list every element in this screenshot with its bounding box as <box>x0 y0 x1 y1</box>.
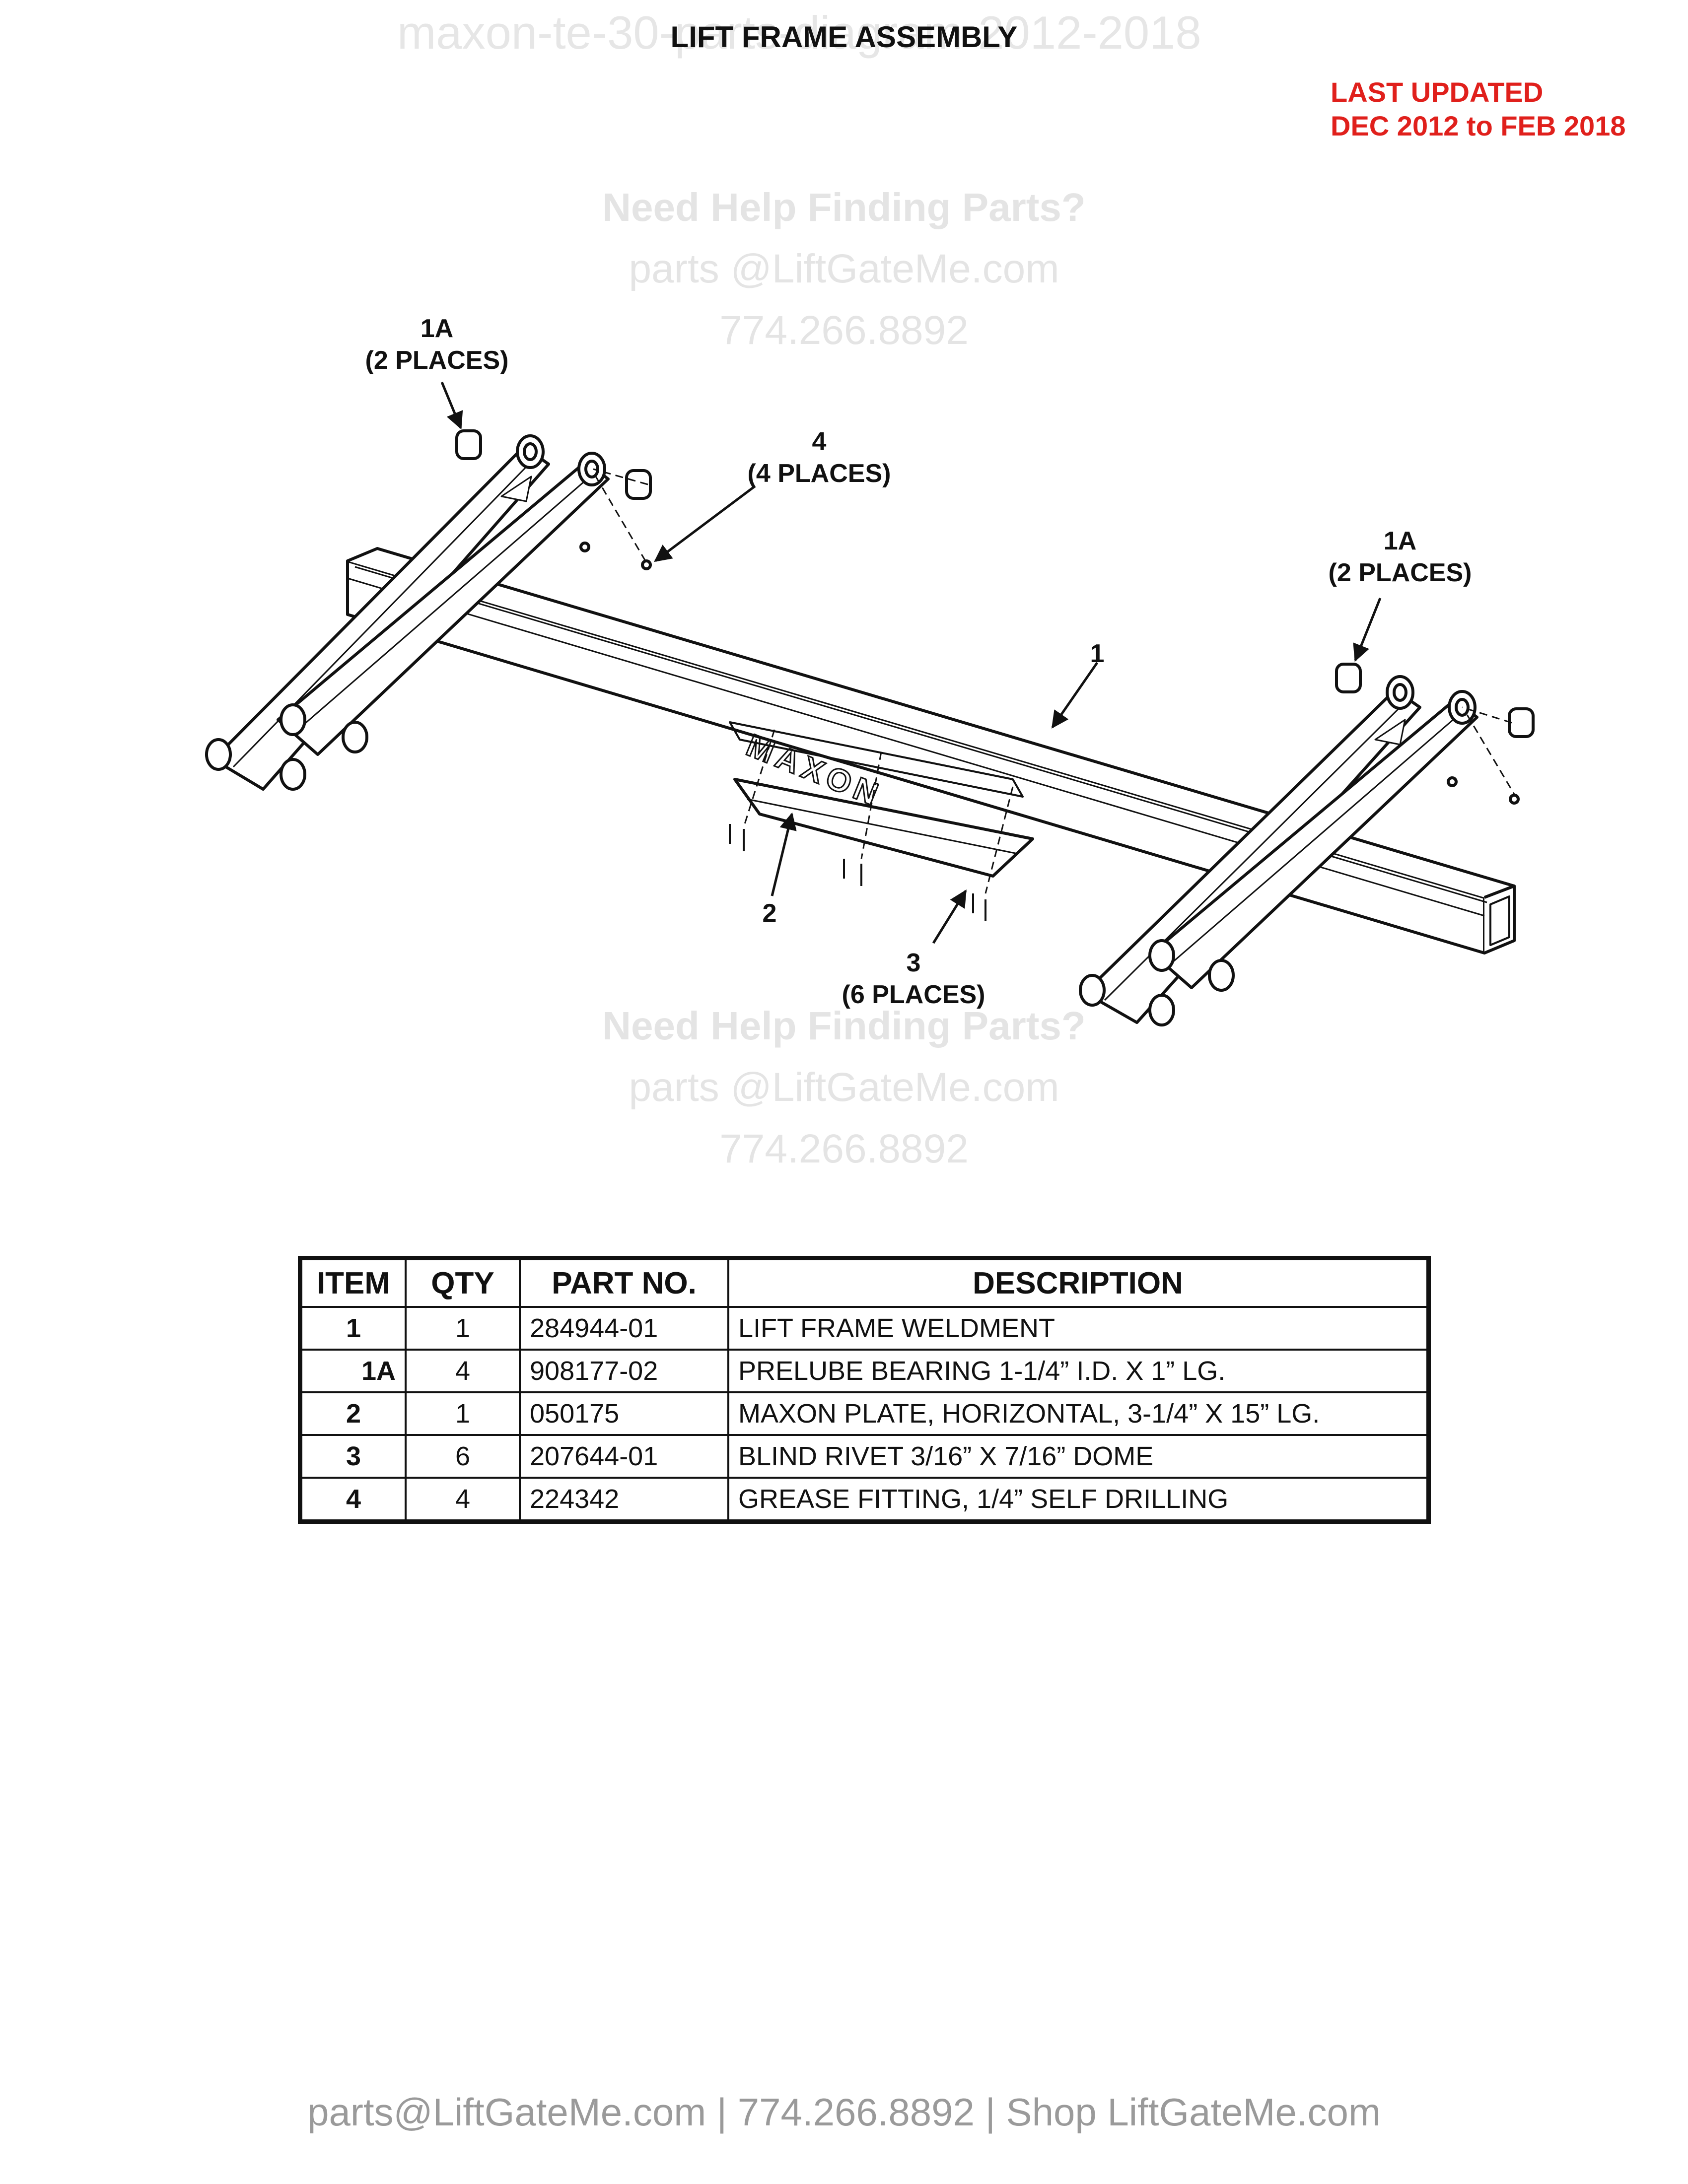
right-arm-pair <box>1079 675 1478 1026</box>
callout-1: 1 <box>1072 638 1122 670</box>
description-cell: LIFT FRAME WELDMENT <box>727 1306 1430 1351</box>
help-watermark-top: Need Help Finding Parts? parts @LiftGate… <box>496 177 1192 361</box>
part-cell: 207644-01 <box>519 1434 729 1479</box>
callout-label: 1A <box>1383 527 1417 555</box>
help-watermark-bottom: Need Help Finding Parts? parts @LiftGate… <box>496 995 1192 1180</box>
last-updated-range: DEC 2012 to FEB 2018 <box>1331 110 1626 141</box>
item-cell: 2 <box>299 1391 407 1436</box>
callout-label: 1A <box>420 314 454 343</box>
assembly-guide-lines <box>593 468 1515 894</box>
table-row: 3 6 207644-01 BLIND RIVET 3/16” X 7/16” … <box>299 1434 1430 1479</box>
part-cell: 050175 <box>519 1391 729 1436</box>
watermark-doc-name: maxon-te-30-parts-diagram-2012-2018 <box>397 6 1201 59</box>
callout-note: (2 PLACES) <box>365 346 509 375</box>
qty-cell: 1 <box>405 1391 521 1436</box>
description-cell: BLIND RIVET 3/16” X 7/16” DOME <box>727 1434 1430 1479</box>
callout-2: 2 <box>745 897 794 929</box>
callout-label: 2 <box>762 899 777 928</box>
qty-cell: 4 <box>405 1349 521 1393</box>
callout-note: (2 PLACES) <box>1328 558 1472 587</box>
part-cell: 908177-02 <box>519 1349 729 1393</box>
help-phone: 774.266.8892 <box>719 1126 969 1171</box>
maxon-plate <box>733 778 1034 878</box>
help-email: parts @LiftGateMe.com <box>629 1065 1059 1110</box>
callout-note: (4 PLACES) <box>747 459 891 488</box>
callout-1a-left: 1A (2 PLACES) <box>343 313 531 376</box>
grease-fittings <box>579 542 1520 805</box>
help-heading: Need Help Finding Parts? <box>602 1004 1086 1048</box>
last-updated-label: LAST UPDATED <box>1331 76 1544 108</box>
description-cell: PRELUBE BEARING 1-1/4” I.D. X 1” LG. <box>727 1349 1430 1393</box>
lift-frame-drawing: MAXON <box>205 382 1535 1026</box>
header-item: ITEM <box>299 1257 407 1308</box>
lift-frame-tube <box>346 547 1516 955</box>
item-cell: 3 <box>299 1434 407 1479</box>
table-row: 1A 4 908177-02 PRELUBE BEARING 1-1/4” I.… <box>299 1349 1430 1393</box>
header-qty: QTY <box>405 1257 521 1308</box>
table-row: 4 4 224342 GREASE FITTING, 1/4” SELF DRI… <box>299 1477 1430 1523</box>
leader-arrows <box>440 382 1382 944</box>
callout-label: 4 <box>812 427 827 456</box>
help-phone: 774.266.8892 <box>719 308 969 353</box>
callout-label: 3 <box>906 949 921 977</box>
qty-cell: 6 <box>405 1434 521 1479</box>
help-heading: Need Help Finding Parts? <box>602 185 1086 229</box>
plate-mount-outline <box>729 721 1024 798</box>
item-cell: 1 <box>299 1306 407 1351</box>
page-title: LIFT FRAME ASSEMBLY <box>670 20 1018 54</box>
callout-3: 3 (6 PLACES) <box>819 947 1008 1011</box>
bearings <box>455 429 1535 738</box>
description-cell: MAXON PLATE, HORIZONTAL, 3-1/4” X 15” LG… <box>727 1391 1430 1436</box>
left-arm-pair <box>205 434 610 791</box>
qty-cell: 1 <box>405 1306 521 1351</box>
rivets <box>729 824 986 921</box>
table-row: 1 1 284944-01 LIFT FRAME WELDMENT <box>299 1306 1430 1351</box>
parts-table: ITEM QTY PART NO. DESCRIPTION 1 1 284944… <box>298 1256 1431 1524</box>
header-description: DESCRIPTION <box>727 1257 1430 1308</box>
table-header-row: ITEM QTY PART NO. DESCRIPTION <box>299 1257 1430 1308</box>
callout-1a-right: 1A (2 PLACES) <box>1306 525 1494 589</box>
table-row: 2 1 050175 MAXON PLATE, HORIZONTAL, 3-1/… <box>299 1391 1430 1436</box>
item-cell: 4 <box>299 1477 407 1523</box>
item-cell: 1A <box>299 1349 407 1393</box>
part-cell: 224342 <box>519 1477 729 1523</box>
last-updated-note: LAST UPDATED DEC 2012 to FEB 2018 <box>1331 75 1625 143</box>
footer-contact: parts@LiftGateMe.com | 774.266.8892 | Sh… <box>307 2090 1381 2134</box>
header-part-no: PART NO. <box>519 1257 729 1308</box>
callout-label: 1 <box>1090 639 1105 668</box>
callout-note: (6 PLACES) <box>842 980 985 1009</box>
qty-cell: 4 <box>405 1477 521 1523</box>
part-cell: 284944-01 <box>519 1306 729 1351</box>
callout-4: 4 (4 PLACES) <box>725 426 914 489</box>
description-cell: GREASE FITTING, 1/4” SELF DRILLING <box>727 1477 1430 1523</box>
help-email: parts @LiftGateMe.com <box>629 246 1059 291</box>
